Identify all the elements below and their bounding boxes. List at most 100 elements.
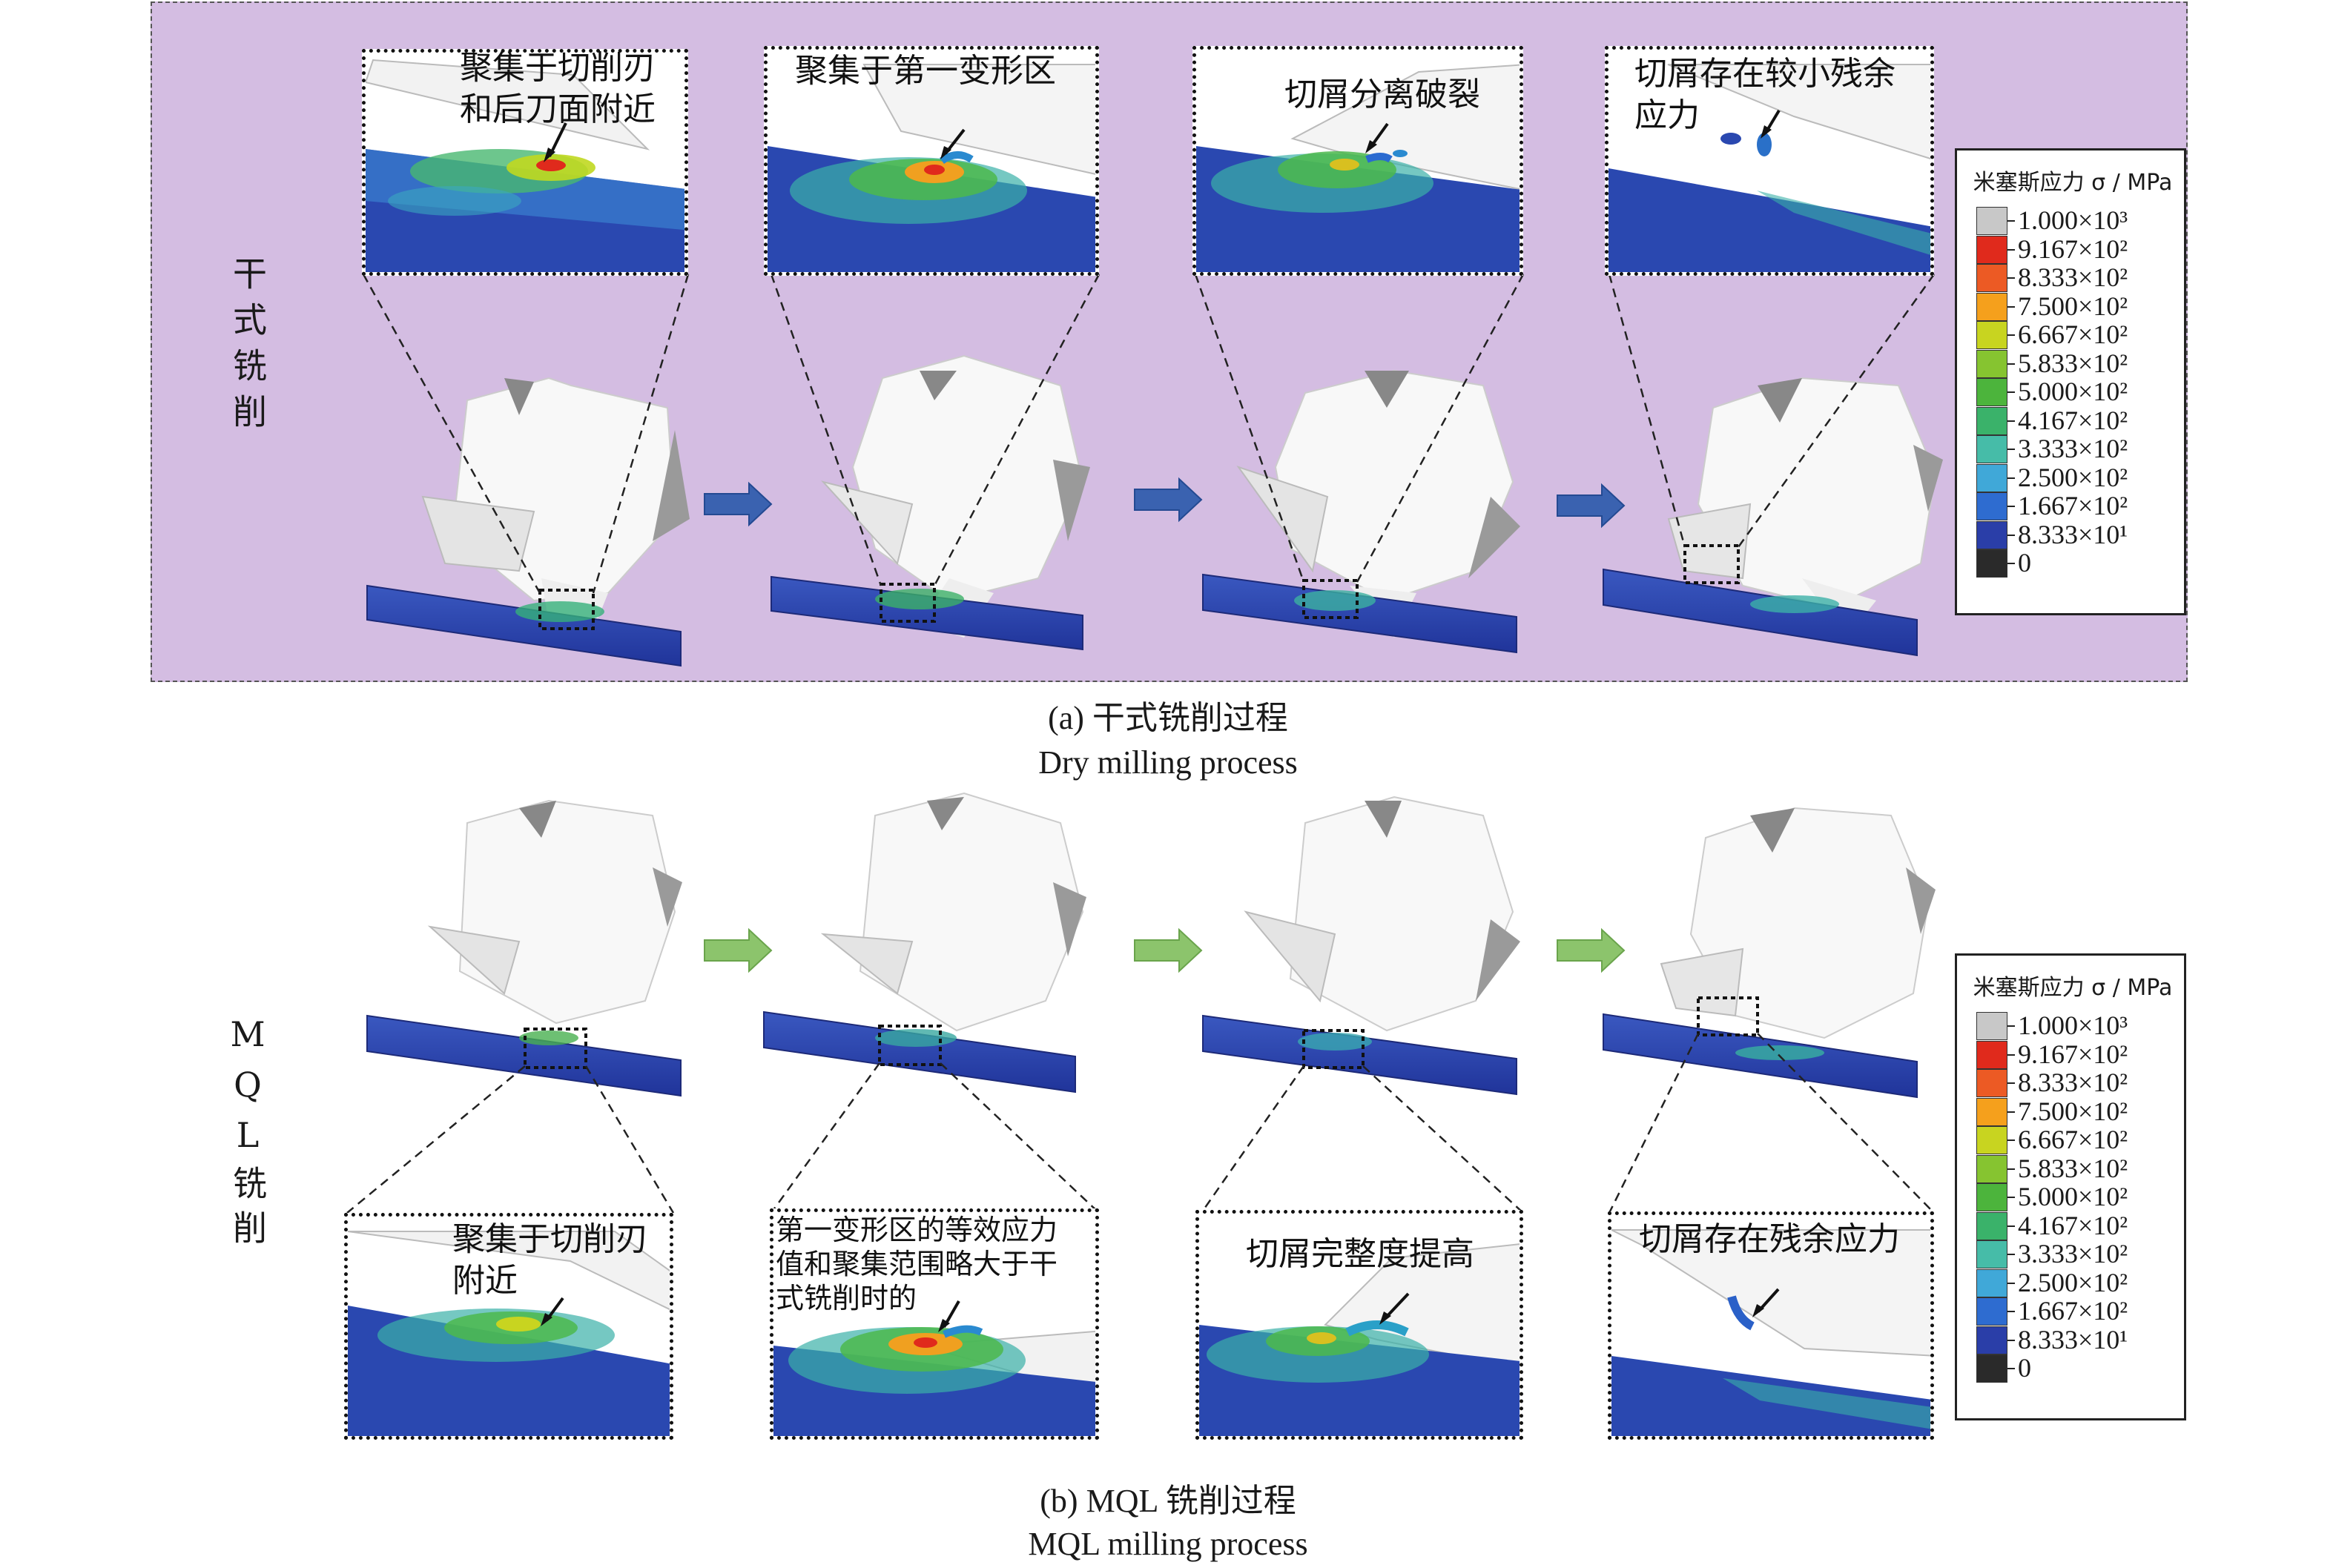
legend-tick	[2007, 477, 2015, 479]
legend-entry: 7.500×10²	[1976, 291, 2184, 321]
legend-label: 3.333×10²	[2018, 1239, 2128, 1268]
legend-entry: 1.000×10³	[1976, 205, 2184, 235]
legend-swatch	[1976, 292, 2007, 321]
legend-entry: 8.333×10¹	[1976, 519, 2184, 549]
legend-label: 4.167×10²	[2018, 1210, 2128, 1240]
legend-entry: 1.000×10³	[1976, 1010, 2184, 1040]
legend-tick	[2007, 248, 2015, 251]
legend-swatch	[1976, 235, 2007, 264]
legend-tick	[2007, 506, 2015, 507]
legend-entry: 3.333×10²	[1976, 434, 2184, 463]
inset-a4	[1605, 46, 1934, 276]
legend-label: 7.500×10²	[2018, 1096, 2128, 1126]
legend-tick	[2007, 563, 2015, 564]
panel-a-side-label: 干式铣削	[228, 256, 268, 440]
legend-entry: 8.333×10²	[1976, 1068, 2184, 1097]
inset-b4	[1608, 1211, 1934, 1440]
legend-swatch	[1976, 1154, 2007, 1183]
annotation-a4: 切屑存在较小残余 应力	[1634, 55, 1895, 134]
legend-tick	[2007, 1053, 2015, 1056]
process-arrows-b	[704, 927, 1626, 973]
annotation-a1: 聚集于切削刃 和后刀面附近	[460, 47, 656, 130]
legend-swatch	[1976, 1354, 2007, 1383]
legend-swatch	[1976, 520, 2007, 549]
legend-label: 3.333×10²	[2018, 434, 2128, 463]
legend-label: 0	[2018, 1353, 2031, 1383]
legend-label: 0	[2018, 548, 2031, 578]
legend-label: 8.333×10¹	[2018, 519, 2128, 549]
legend-label: 8.333×10²	[2018, 262, 2128, 292]
legend-tick	[2007, 391, 2015, 393]
annotation-a2: 聚集于第一变形区	[795, 52, 1056, 90]
legend-tick	[2007, 1082, 2015, 1084]
legend-tick	[2007, 1254, 2015, 1255]
legend-swatch	[1976, 463, 2007, 492]
legend-tick	[2007, 1025, 2015, 1027]
process-arrows-a	[704, 477, 1626, 529]
legend-label: 6.667×10²	[2018, 1125, 2128, 1154]
legend-tick	[2007, 1225, 2015, 1227]
legend-entry: 5.833×10²	[1976, 1154, 2184, 1183]
legend-swatch	[1976, 349, 2007, 378]
legend-tick	[2007, 1111, 2015, 1113]
legend-tick	[2007, 334, 2015, 336]
legend-tick	[2007, 1368, 2015, 1369]
legend-entry: 7.500×10²	[1976, 1096, 2184, 1126]
legend-entry: 9.167×10²	[1976, 234, 2184, 264]
legend-swatch	[1976, 549, 2007, 578]
caption-b-cn: (b) MQL 铣削过程	[1040, 1483, 1296, 1519]
legend-swatch	[1976, 1211, 2007, 1240]
legend-swatch	[1976, 1069, 2007, 1097]
legend-label: 8.333×10¹	[2018, 1324, 2128, 1354]
legend-swatch	[1976, 1097, 2007, 1126]
legend-entry: 4.167×10²	[1976, 405, 2184, 435]
annotation-b3: 切屑完整度提高	[1246, 1235, 1474, 1273]
legend-label: 5.833×10²	[2018, 348, 2128, 378]
legend-swatch	[1976, 1126, 2007, 1154]
legend-swatch	[1976, 264, 2007, 292]
legend-entry: 3.333×10²	[1976, 1239, 2184, 1268]
legend-tick	[2007, 1139, 2015, 1141]
legend-label: 9.167×10²	[2018, 234, 2128, 264]
legend-title: 米塞斯应力 σ / MPa	[1973, 975, 2173, 1001]
legend-label: 4.167×10²	[2018, 405, 2128, 435]
legend-label: 1.667×10²	[2018, 1296, 2128, 1326]
caption-b-en: MQL milling process	[1028, 1526, 1308, 1562]
legend-tick	[2007, 305, 2015, 308]
legend-swatch	[1976, 1040, 2007, 1069]
legend-entry: 0	[1976, 1353, 2184, 1383]
legend-swatch	[1976, 378, 2007, 406]
legend-label: 2.500×10²	[2018, 1267, 2128, 1297]
legend-swatch	[1976, 1183, 2007, 1211]
legend-entry: 8.333×10²	[1976, 262, 2184, 292]
legend-tick	[2007, 1168, 2015, 1170]
legend-tick	[2007, 420, 2015, 422]
legend-swatch	[1976, 1012, 2007, 1040]
legend-swatch	[1976, 321, 2007, 349]
legend-swatch	[1976, 406, 2007, 435]
legend-tick	[2007, 534, 2015, 536]
legend-entry: 0	[1976, 548, 2184, 578]
legend-label: 2.500×10²	[2018, 462, 2128, 492]
legend-tick	[2007, 277, 2015, 279]
inset-a2	[764, 46, 1099, 276]
legend-tick	[2007, 220, 2015, 222]
legend-title: 米塞斯应力 σ / MPa	[1973, 170, 2173, 196]
legend-tick	[2007, 363, 2015, 365]
legend-tick	[2007, 449, 2015, 450]
legend-entry: 6.667×10²	[1976, 1125, 2184, 1154]
legend-swatch	[1976, 1297, 2007, 1326]
annotation-a3: 切屑分离破裂	[1284, 76, 1480, 113]
legend-entry: 5.833×10²	[1976, 348, 2184, 378]
legend-swatch	[1976, 1240, 2007, 1268]
legend-swatch	[1976, 1268, 2007, 1297]
annotation-b4: 切屑存在残余应力	[1639, 1220, 1900, 1258]
legend-label: 7.500×10²	[2018, 291, 2128, 321]
legend-label: 5.000×10²	[2018, 1182, 2128, 1211]
inset-b1	[344, 1213, 673, 1440]
cutter-1	[421, 377, 690, 630]
inset-b3	[1195, 1210, 1523, 1440]
legend-entry: 5.000×10²	[1976, 377, 2184, 406]
